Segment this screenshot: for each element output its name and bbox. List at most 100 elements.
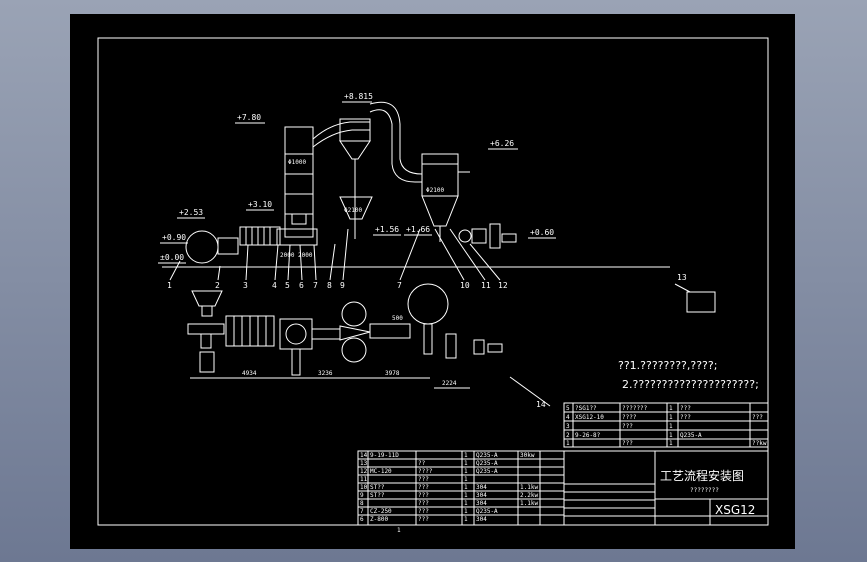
part-no-12: 12 [498,281,508,290]
svg-text:???: ??? [418,476,429,483]
svg-text:2: 2 [566,432,570,439]
elev-253: +2.53 [179,208,203,217]
drawing-subtitle: ???????? [690,487,719,494]
svg-text:CZ-250: CZ-250 [370,508,392,515]
svg-text:9-26-8?: 9-26-8? [575,432,601,439]
dim-2224: 2224 [442,380,457,387]
svg-text:5: 5 [566,405,570,412]
svg-text:3: 3 [566,423,570,430]
bottom-dimensions: 4934 3236 3978 2224 [190,370,470,389]
part-no-7: 7 [313,281,318,290]
svg-text:??: ?? [418,460,426,467]
svg-text:???: ??? [752,414,763,421]
part-no-1: 1 [167,281,172,290]
drawing-border [97,37,769,526]
svg-text:6: 6 [360,516,364,523]
svg-text:1: 1 [464,484,468,491]
svg-text:7: 7 [360,508,364,515]
dim-3978: 3978 [385,370,400,377]
bom-text: 14 9-19-11D 1 Q235-A 30kw 13 ?? 1 Q235-A… [360,452,538,523]
svg-text:Q235-A: Q235-A [476,468,498,475]
elev-156: +1.56 [375,225,399,234]
svg-text:1: 1 [566,440,570,447]
svg-text:???: ??? [418,516,429,523]
svg-text:13: 13 [360,460,368,467]
svg-text:304: 304 [476,516,487,523]
duct-1 [312,121,370,140]
drawing-title: 工艺流程安装图 [660,468,744,483]
part-no-11: 11 [481,281,491,290]
drying-column [276,126,318,246]
part-no-2: 2 [215,281,220,290]
upper-parts-table [563,402,769,448]
svg-text:???: ??? [680,414,691,421]
svg-text:Q235-A: Q235-A [476,508,498,515]
leader-lines [169,228,501,281]
svg-text:???: ??? [418,492,429,499]
svg-text:Q235-A: Q235-A [476,460,498,467]
svg-text:304: 304 [476,484,487,491]
elev-090: +0.90 [162,233,186,242]
svg-text:1: 1 [464,476,468,483]
svg-text:11: 11 [360,476,368,483]
svg-text:1: 1 [464,468,468,475]
svg-text:??kw: ??kw [752,440,767,447]
part-no-8: 8 [327,281,332,290]
note-1: ??1.????????,????; [618,359,717,372]
part-no-10: 10 [460,281,470,290]
svg-text:1: 1 [464,460,468,467]
bom-table [357,450,565,526]
dim-top-1: 2000 [280,252,295,259]
svg-text:???????: ??????? [622,405,648,412]
svg-text:304: 304 [476,500,487,507]
svg-text:30kw: 30kw [520,452,535,459]
svg-text:1: 1 [669,432,673,439]
svg-text:1: 1 [464,508,468,515]
elev-166: +1.66 [406,225,430,234]
part-no-7b: 7 [397,281,402,290]
svg-text:9-19-11D: 9-19-11D [370,452,399,459]
drawing-sheet: 1 2 3 4 5 6 7 8 9 7 10 11 12 +8.815 +7.8… [70,14,795,549]
svg-text:ST??: ST?? [370,492,385,499]
part-no-4: 4 [272,281,277,290]
elev-626: +6.26 [490,139,514,148]
diameter-column: Φ1000 [288,159,306,166]
elev-060: +0.60 [530,228,554,237]
svg-text:1: 1 [464,516,468,523]
elevation-labels: +8.815 +7.80 +6.26 +3.10 +2.53 +1.56 +1.… [158,92,556,264]
elev-780: +7.80 [237,113,261,122]
dim-4934: 4934 [242,370,257,377]
diameter-separator: Φ2100 [426,187,444,194]
svg-text:ST??: ST?? [370,484,385,491]
svg-text:1: 1 [669,405,673,412]
svg-text:304: 304 [476,492,487,499]
dim-top-2: 2000 [298,252,313,259]
cyclone-1 [339,118,373,239]
svg-text:????: ???? [622,414,637,421]
svg-text:8: 8 [360,500,364,507]
svg-text:1: 1 [464,500,468,507]
svg-text:MC-120: MC-120 [370,468,392,475]
svg-text:1.1kw: 1.1kw [520,500,538,507]
part-number-labels: 1 2 3 4 5 6 7 8 9 7 10 11 12 [167,281,508,290]
svg-text:1: 1 [669,423,673,430]
elev-8815: +8.815 [344,92,373,101]
process-flow-drawing: 1 2 3 4 5 6 7 8 9 7 10 11 12 +8.815 +7.8… [97,37,769,534]
cyclone-separator [421,153,470,242]
elev-310: +3.10 [248,200,272,209]
diameter-cyclone1: Φ2100 [344,207,362,214]
induced-fan [458,223,517,249]
svg-text:14: 14 [360,452,368,459]
drawing-number: XSG12 [715,503,755,517]
svg-text:Q235-A: Q235-A [476,452,498,459]
title-block: 工艺流程安装图 ???????? XSG12 [563,450,769,526]
svg-text:12: 12 [360,468,368,475]
svg-text:4: 4 [566,414,570,421]
duct-2 [369,109,422,183]
svg-text:???: ??? [418,500,429,507]
item-14-label: 14 [536,400,546,409]
upper-rows-text: 5 ?SG1?? ??????? 1 ??? 4 XSG12-10 ???? 1… [566,405,767,447]
svg-text:1: 1 [669,440,673,447]
part-no-6: 6 [299,281,304,290]
svg-text:???: ??? [622,423,633,430]
